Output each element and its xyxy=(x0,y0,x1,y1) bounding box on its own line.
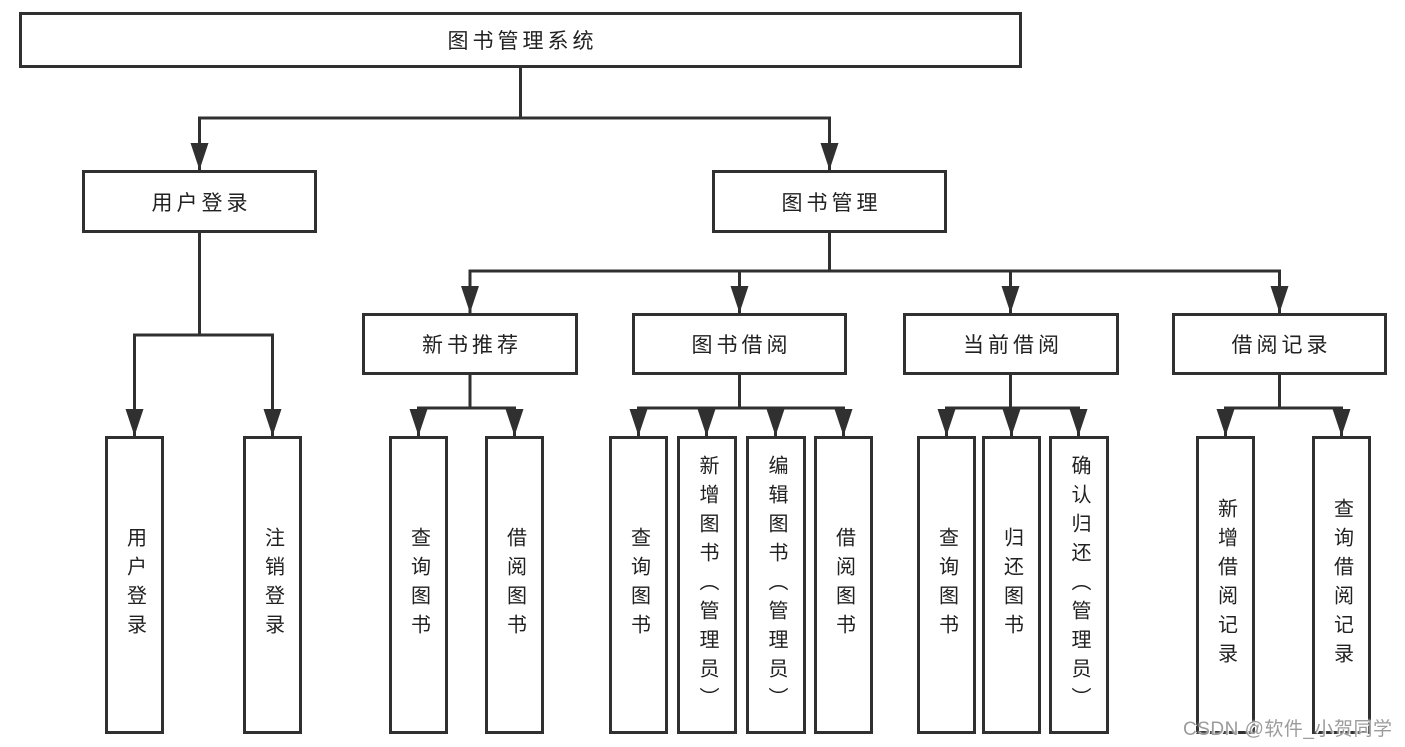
leaf-borrow-add-books-admin: 新增图书（管理员） xyxy=(677,436,737,734)
leaf-borrow-add-books-admin-label: 新增图书（管理员） xyxy=(696,454,718,716)
leaf-newbook-query-books: 查询图书 xyxy=(389,436,448,734)
leaf-records-query-borrow-record-label: 查询借阅记录 xyxy=(1330,498,1353,672)
leaf-current-query-books-label: 查询图书 xyxy=(935,527,958,643)
leaf-current-return-books: 归还图书 xyxy=(982,436,1041,734)
leaf-records-add-borrow-record: 新增借阅记录 xyxy=(1196,436,1255,734)
leaf-newbook-query-books-label: 查询图书 xyxy=(407,527,430,643)
leaf-borrow-borrow-books-label: 借阅图书 xyxy=(832,527,855,643)
leaf-logout-label: 注销登录 xyxy=(261,527,284,643)
leaf-records-add-borrow-record-label: 新增借阅记录 xyxy=(1214,498,1237,672)
node-root-system: 图书管理系统 xyxy=(19,12,1022,68)
leaf-records-query-borrow-record: 查询借阅记录 xyxy=(1312,436,1371,734)
node-book-borrow: 图书借阅 xyxy=(632,313,847,375)
leaf-user-login: 用户登录 xyxy=(105,436,164,734)
leaf-newbook-borrow-books: 借阅图书 xyxy=(485,436,544,734)
node-new-book-recommend: 新书推荐 xyxy=(362,313,578,375)
leaf-current-return-books-label: 归还图书 xyxy=(1000,527,1023,643)
leaf-current-confirm-return-admin: 确认归还（管理员） xyxy=(1049,436,1109,734)
leaf-current-query-books: 查询图书 xyxy=(917,436,976,734)
leaf-borrow-borrow-books: 借阅图书 xyxy=(814,436,873,734)
leaf-current-confirm-return-admin-label: 确认归还（管理员） xyxy=(1068,454,1090,716)
leaf-logout: 注销登录 xyxy=(243,436,302,734)
leaf-borrow-query-books-label: 查询图书 xyxy=(627,527,650,643)
leaf-borrow-edit-books-admin: 编辑图书（管理员） xyxy=(746,436,806,734)
leaf-borrow-edit-books-admin-label: 编辑图书（管理员） xyxy=(765,454,787,716)
node-borrow-records: 借阅记录 xyxy=(1172,313,1387,375)
node-user-login: 用户登录 xyxy=(82,170,317,233)
csdn-watermark: CSDN @软件_小贺同学 xyxy=(1183,719,1393,740)
node-current-borrow: 当前借阅 xyxy=(903,313,1119,375)
node-book-management: 图书管理 xyxy=(712,170,947,233)
leaf-newbook-borrow-books-label: 借阅图书 xyxy=(503,527,526,643)
leaf-borrow-query-books: 查询图书 xyxy=(609,436,668,734)
leaf-user-login-label: 用户登录 xyxy=(123,527,146,643)
